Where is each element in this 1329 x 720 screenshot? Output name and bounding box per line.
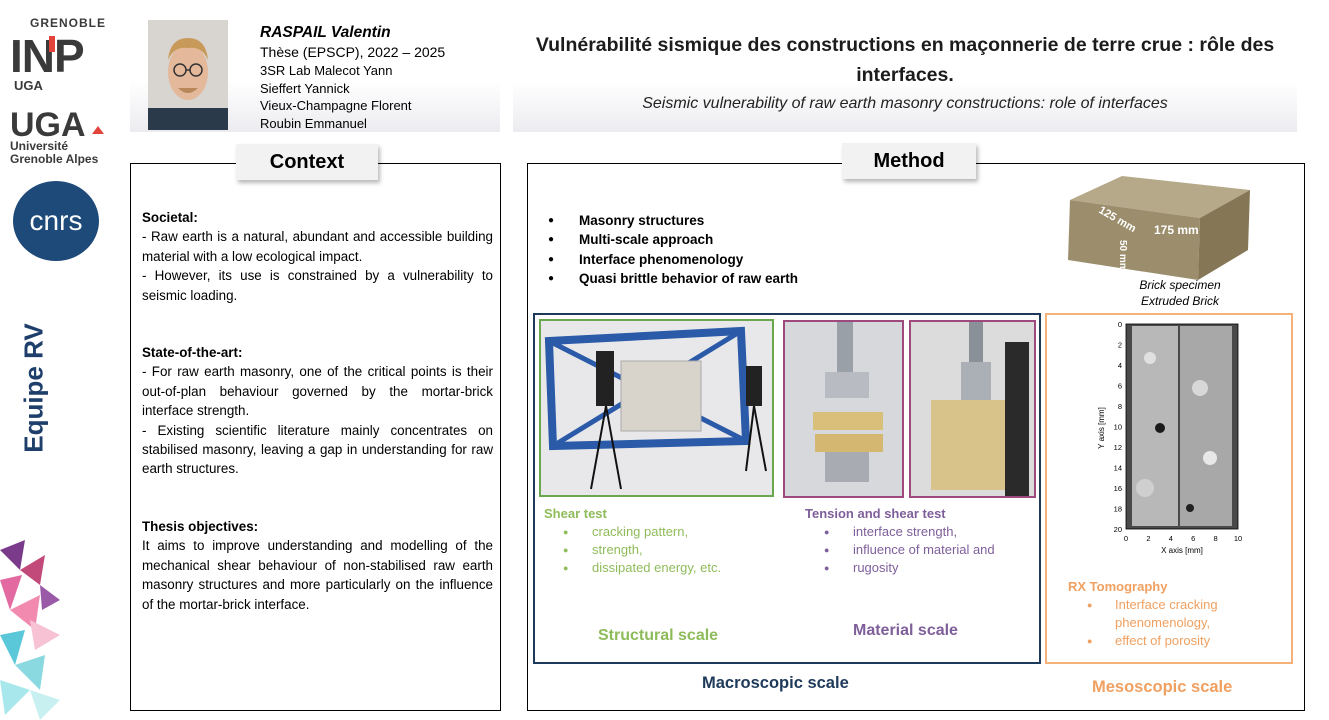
macroscopic-scale-box — [533, 313, 1041, 664]
y-tick-label: 14 — [1114, 464, 1122, 473]
y-tick-label: 6 — [1118, 382, 1122, 391]
poster-subtitle: Seismic vulnerability of raw earth mason… — [642, 95, 1168, 112]
y-tick-label: 12 — [1114, 443, 1122, 452]
method-bullet: Masonry structures — [548, 211, 798, 231]
material-scale-label: Material scale — [853, 622, 958, 639]
method-bullet: Interface phenomenology — [548, 250, 798, 270]
macroscopic-scale-label: Macroscopic scale — [702, 674, 849, 692]
context-tab: Context — [236, 144, 378, 180]
y-tick-label: 0 — [1118, 320, 1122, 329]
y-tick-label: 8 — [1118, 402, 1122, 411]
method-bullet: Quasi brittle behavior of raw earth — [548, 269, 798, 289]
decorative-triangles — [0, 540, 60, 720]
author-line: Roubin Emmanuel — [260, 115, 367, 131]
section-heading: Thesis objectives: — [142, 518, 259, 534]
x-tick-label: 6 — [1191, 534, 1195, 543]
section-heading: State-of-the-art: — [142, 345, 243, 361]
context-section-objectives: Thesis objectives: It aims to improve un… — [142, 517, 493, 614]
method-bullet: Multi-scale approach — [548, 230, 798, 250]
rx-tomography-item: effect of porosity — [1068, 632, 1288, 650]
y-tick-label: 16 — [1114, 484, 1122, 493]
tomography-ylabel: Y axis [mm] — [1097, 407, 1106, 449]
x-tick-label: 4 — [1169, 534, 1173, 543]
tension-test-labels: Tension and shear test interface strengt… — [805, 505, 995, 577]
tomography-x-ticks: 0 2 4 6 8 10 — [1124, 534, 1242, 543]
context-section-societal: Societal: - Raw earth is a natural, abun… — [142, 208, 493, 305]
section-line: - Existing scientific literature mainly … — [142, 422, 493, 477]
brick-specimen-image: 125 mm 175 mm 50 mm — [1068, 176, 1250, 280]
inp-sub-text: UGA — [14, 78, 44, 92]
section-line: - For raw earth masonry, one of the crit… — [142, 364, 493, 419]
x-tick-label: 10 — [1234, 534, 1242, 543]
author-line: Thèse (EPSCP), 2022 – 2025 — [260, 43, 446, 60]
cnrs-text: cnrs — [30, 205, 83, 236]
author-info: RASPAIL Valentin Thèse (EPSCP), 2022 – 2… — [260, 24, 445, 132]
section-line: It aims to improve understanding and mod… — [142, 538, 493, 612]
tension-shear-photo-2 — [909, 320, 1036, 498]
tomography-plot: 0 2 4 6 8 10 12 14 16 18 20 0 2 4 6 8 10 Y axis [mm] X … — [1097, 320, 1242, 555]
context-text: Societal: - Raw earth is a natural, abun… — [142, 208, 493, 652]
brick-caption-line: Extruded Brick — [1140, 294, 1220, 308]
rx-tomography-labels: RX Tomography Interface cracking phenome… — [1068, 578, 1288, 650]
uga-sub1-text: Université — [10, 139, 68, 153]
x-tick-label: 2 — [1146, 534, 1150, 543]
tension-test-heading: Tension and shear test — [805, 506, 946, 521]
grenoble-inp-logo: GRENOBLE INP UGA — [10, 16, 106, 92]
author-photo — [148, 20, 228, 130]
uga-sub2-text: Grenoble Alpes — [10, 152, 99, 166]
y-tick-label: 18 — [1114, 505, 1122, 514]
section-heading: Societal: — [142, 210, 198, 225]
shear-test-heading: Shear test — [544, 506, 607, 521]
title-header — [513, 18, 1297, 132]
shear-test-item: strength, — [544, 541, 721, 559]
tension-shear-photo-1 — [783, 320, 904, 498]
author-line: 3SR Lab Malecot Yann — [260, 63, 393, 78]
structural-scale-label: Structural scale — [598, 627, 719, 644]
uga-main-text: UGA — [10, 106, 86, 144]
context-section-state: State-of-the-art: - For raw earth masonr… — [142, 343, 493, 479]
tension-test-item: influence of material and — [805, 541, 995, 559]
section-line: - Raw earth is a natural, abundant and a… — [142, 229, 493, 264]
x-tick-label: 0 — [1124, 534, 1128, 543]
mesoscopic-scale-box — [1045, 313, 1293, 664]
shear-test-labels: Shear test cracking pattern, strength, d… — [544, 505, 721, 577]
x-tick-label: 8 — [1214, 534, 1218, 543]
brick-caption: Brick specimen Extruded Brick — [1100, 277, 1260, 309]
cnrs-logo: cnrs — [13, 181, 99, 261]
rx-tomography-heading: RX Tomography — [1068, 579, 1168, 594]
team-label-text: Equipe RV — [18, 323, 49, 453]
poster-title: Vulnérabilité sismique des constructions… — [535, 34, 1275, 86]
author-line: Sieffert Yannick — [260, 80, 350, 96]
method-tab: Method — [842, 143, 976, 179]
mesoscopic-scale-label: Mesoscopic scale — [1092, 678, 1233, 696]
section-line: - However, its use is constrained by a v… — [142, 268, 493, 303]
rx-tomography-item: Interface cracking phenomenology, — [1068, 596, 1288, 632]
shear-test-photo — [539, 319, 774, 497]
inp-main-text: INP — [10, 30, 84, 82]
brick-caption-line: Brick specimen — [1139, 278, 1221, 292]
shear-test-item: dissipated energy, etc. — [544, 559, 721, 577]
inp-top-text: GRENOBLE — [30, 16, 106, 30]
tomography-xlabel: X axis [mm] — [1161, 546, 1203, 555]
shear-test-item: cracking pattern, — [544, 523, 721, 541]
y-tick-label: 2 — [1118, 341, 1122, 350]
brick-dim-length: 175 mm — [1154, 223, 1199, 237]
team-label: Equipe RV — [14, 318, 54, 458]
y-tick-label: 20 — [1114, 525, 1122, 534]
y-tick-label: 10 — [1114, 423, 1122, 432]
method-bullets: Masonry structures Multi-scale approach … — [548, 211, 798, 289]
tension-test-item: interface strength, — [805, 523, 995, 541]
tomography-y-ticks: 0 2 4 6 8 10 12 14 16 18 20 — [1114, 320, 1122, 534]
author-line: Vieux-Champagne Florent — [260, 98, 412, 113]
brick-dim-height: 50 mm — [1117, 240, 1128, 272]
tension-test-item: rugosity — [805, 559, 995, 577]
author-name: RASPAIL Valentin — [260, 24, 391, 41]
uga-logo: UGA Université Grenoble Alpes — [10, 106, 104, 166]
y-tick-label: 4 — [1118, 361, 1122, 370]
